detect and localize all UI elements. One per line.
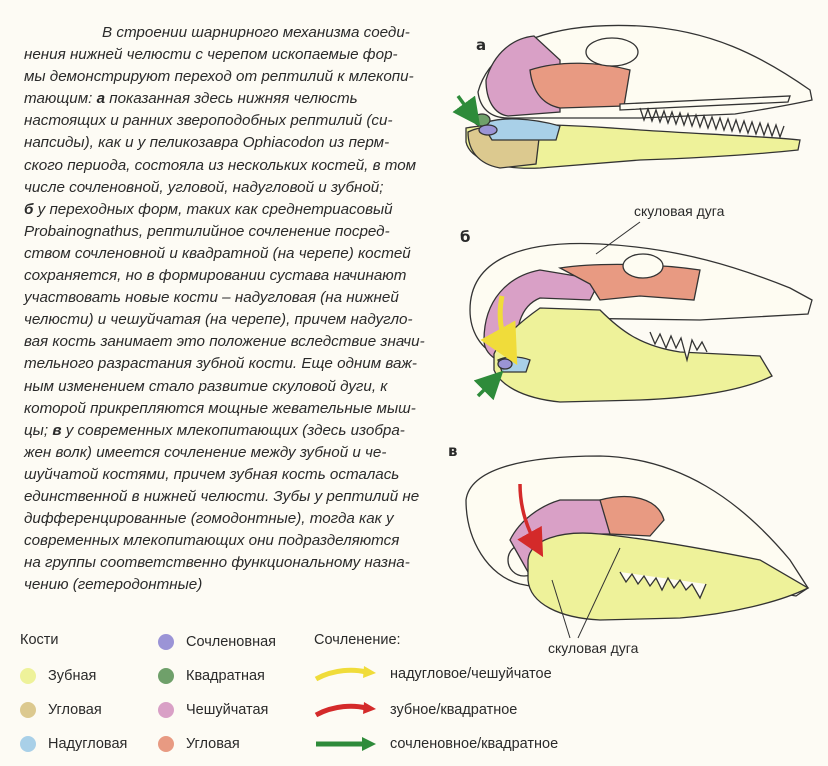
caption-line: цы; в у современных млекопитающих (здесь… — [24, 420, 442, 442]
caption-text: В строении шарнирного механизма соеди- н… — [24, 22, 442, 596]
caption-line: на группы соответственно функциональному… — [24, 554, 410, 572]
swatch-icon — [158, 668, 174, 684]
caption-line: нения нижней челюсти с черепом ископаемы… — [24, 46, 398, 64]
zygomatic-arch-callout-top: скуловая дуга — [634, 203, 725, 219]
legend-item: Квадратная — [158, 668, 265, 684]
skull-b — [469, 221, 813, 403]
legend-label: Угловая — [48, 702, 102, 718]
caption-line: ным изменением стало развитие скуловой д… — [24, 377, 388, 395]
caption-fragment: показанная здесь нижняя челюсть — [105, 90, 358, 108]
legend-label: Чешуйчатая — [186, 702, 269, 718]
legend-item: сочленовное/квадратное — [314, 734, 558, 754]
caption-fragment: у переходных форм, таких как среднетриас… — [33, 200, 393, 218]
caption-line: шуйчатой костями, причем зубная кость ос… — [24, 465, 400, 483]
caption-line: вая кость занимает это положение вследст… — [24, 333, 425, 351]
caption-line: единственной в нижней челюсти. Зубы у ре… — [24, 487, 420, 505]
caption-line: дифференцированные (гомодонтные), тогда … — [24, 510, 394, 528]
yellow-arrow-icon — [314, 666, 376, 682]
swatch-icon — [20, 736, 36, 752]
zygomatic-arch-callout-bottom: скуловая дуга — [548, 640, 639, 656]
caption-line: ского периода, состояла из нескольких ко… — [24, 156, 417, 174]
caption-line: чению (гетеродонтные) — [24, 576, 203, 594]
caption-fragment: цы; — [24, 421, 53, 439]
legend-label: Угловая — [186, 736, 240, 752]
caption-marker-v: в — [52, 421, 62, 439]
legend-label: надугловое/чешуйчатое — [390, 666, 552, 682]
caption-line: б у переходных форм, таких как среднетри… — [24, 199, 442, 221]
caption-marker-b: б — [24, 200, 34, 218]
caption-line: Probainognathus, рептилийное сочленение … — [24, 222, 390, 240]
caption-line: ством сочленовной и квадратной (на череп… — [24, 244, 411, 262]
swatch-icon — [158, 736, 174, 752]
caption-fragment: тающим: — [24, 90, 97, 108]
caption-line: тающим: а показанная здесь нижняя челюст… — [24, 88, 442, 110]
legend-label: зубное/квадратное — [390, 702, 518, 718]
legend-label: Зубная — [48, 668, 97, 684]
legend-item: Угловая — [158, 736, 240, 752]
caption-line: сохраняется, но в формировании сустава н… — [24, 267, 407, 285]
legend-item: Угловая — [20, 702, 102, 718]
caption-line: жен волк) имеется сочленение между зубно… — [24, 443, 387, 461]
legend-item: Зубная — [20, 668, 96, 684]
caption-line: современных млекопитающих они подразделя… — [24, 532, 400, 550]
legend-item: Сочленовная — [158, 634, 276, 650]
green-arrow-icon — [316, 737, 376, 751]
red-arrow-icon — [314, 702, 376, 718]
swatch-icon — [158, 702, 174, 718]
skull-a — [452, 24, 813, 169]
caption-line: напсиды), как и у пеликозавра Ophiacodon… — [24, 134, 390, 152]
figure-label-v: в — [448, 442, 458, 460]
caption-line: В строении шарнирного механизма соеди- — [102, 24, 410, 41]
figure-label-a: а — [476, 36, 487, 54]
caption-line: настоящих и ранних звероподобных рептили… — [24, 112, 393, 130]
swatch-icon — [158, 634, 174, 650]
figure-label-b: б — [460, 228, 471, 246]
legend-item: Чешуйчатая — [158, 702, 268, 718]
swatch-icon — [20, 668, 36, 684]
legend-label: сочленовное/квадратное — [390, 736, 559, 752]
caption-line: участвовать новые кости – надугловая (на… — [24, 289, 399, 307]
caption-line: числе сочленовной, угловой, надугловой и… — [24, 178, 384, 196]
caption-fragment: у современных млекопитающих (здесь изобр… — [61, 421, 405, 439]
caption-line: тельного разрастания зубной кости. Еще о… — [24, 355, 417, 373]
legend-label: Сочленовная — [186, 634, 276, 650]
legend-label: Надугловая — [48, 736, 128, 752]
legend-bones-title: Кости — [20, 632, 59, 648]
skull-v — [465, 455, 810, 639]
caption-line: челюсти) и чешуйчатая (на черепе), приче… — [24, 311, 413, 329]
swatch-icon — [20, 702, 36, 718]
legend-label: Квадратная — [186, 668, 265, 684]
legend-item: Надугловая — [20, 736, 127, 752]
legend-item: надугловое/чешуйчатое — [314, 664, 552, 684]
caption-line: которой прикрепляются мощные жевательные… — [24, 399, 416, 417]
legend-item: зубное/квадратное — [314, 700, 517, 720]
legend-joint-title: Сочленение: — [314, 632, 401, 648]
caption-line: мы демонстрируют переход от рептилий к м… — [24, 68, 414, 86]
caption-marker-a: а — [96, 90, 106, 108]
